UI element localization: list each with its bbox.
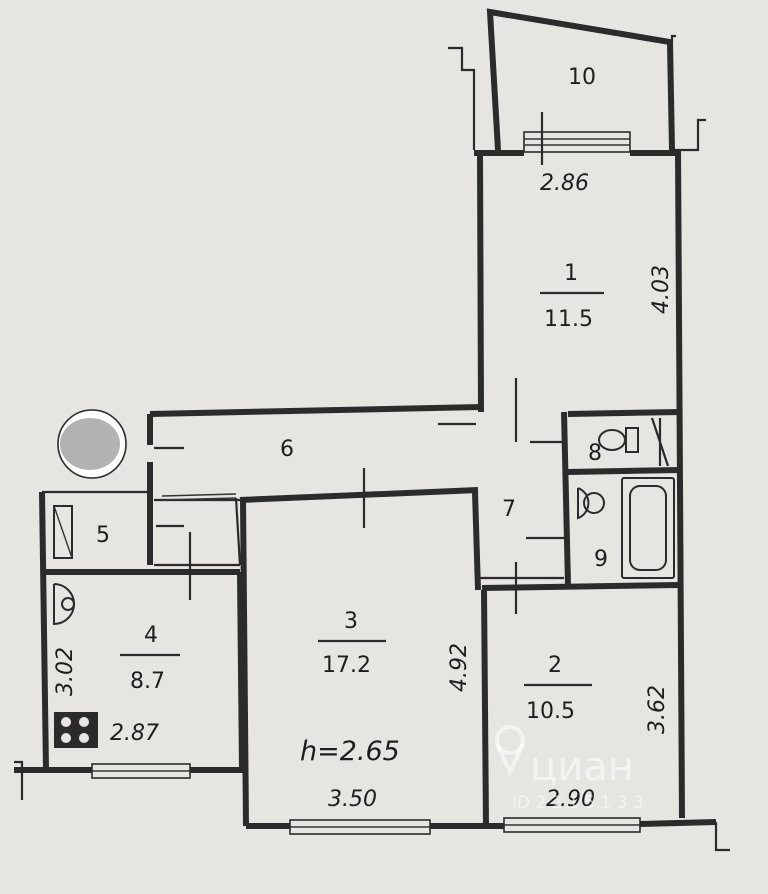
door-marks bbox=[53, 112, 566, 614]
location-pin-icon bbox=[495, 725, 525, 777]
window-room10 bbox=[523, 131, 631, 153]
fixtures bbox=[53, 409, 675, 748]
room-4-width: 2.87 bbox=[110, 721, 159, 746]
room-5-number: 5 bbox=[96, 523, 110, 548]
room-6-number: 6 bbox=[280, 437, 294, 462]
windows bbox=[91, 131, 641, 835]
kitchen-sink-icon bbox=[53, 583, 75, 626]
room-1-length: 4.03 bbox=[649, 265, 674, 314]
room-4-area: 8.7 bbox=[130, 669, 165, 694]
room-3-area: 17.2 bbox=[322, 653, 371, 678]
room-2-length: 3.62 bbox=[645, 685, 670, 734]
dimension-labels: 2.86 4.03 4.92 3.62 3.02 2.87 h=2.65 3.5… bbox=[53, 171, 674, 812]
washbasin-icon bbox=[577, 487, 605, 520]
room-8-number: 8 bbox=[588, 441, 602, 466]
watermark-id: ID 2 2 1 5 1 3 3 bbox=[512, 793, 644, 813]
room-4-number: 4 bbox=[144, 623, 158, 648]
room-2-number: 2 bbox=[548, 653, 562, 678]
stove-icon bbox=[54, 712, 98, 748]
room-10-number: 10 bbox=[568, 65, 596, 90]
room-1-number: 1 bbox=[564, 261, 578, 286]
vent-circle-icon bbox=[57, 409, 127, 479]
room-3-number: 3 bbox=[344, 609, 358, 634]
room-1-width: 2.86 bbox=[540, 171, 589, 196]
room-1-area: 11.5 bbox=[544, 307, 593, 332]
room-4-length: 3.02 bbox=[53, 647, 78, 696]
room-3-length: 4.92 bbox=[447, 643, 472, 692]
ceiling-height: h=2.65 bbox=[300, 736, 400, 767]
toilet-icon bbox=[598, 417, 670, 467]
room-7-number: 7 bbox=[502, 497, 516, 522]
watermark: циан ID 2 2 1 5 1 3 3 bbox=[495, 725, 644, 813]
watermark-brand: циан bbox=[530, 744, 634, 790]
room-9-number: 9 bbox=[594, 547, 608, 572]
room-labels: 10 1 11.5 6 7 8 9 5 3 17.2 4 8.7 2 10.5 bbox=[96, 65, 608, 724]
room-3-width: 3.50 bbox=[328, 787, 377, 812]
bathtub-icon bbox=[621, 477, 675, 579]
outer-walls bbox=[14, 8, 730, 852]
room-2-width: 2.90 bbox=[546, 787, 595, 812]
room-2-area: 10.5 bbox=[526, 699, 575, 724]
